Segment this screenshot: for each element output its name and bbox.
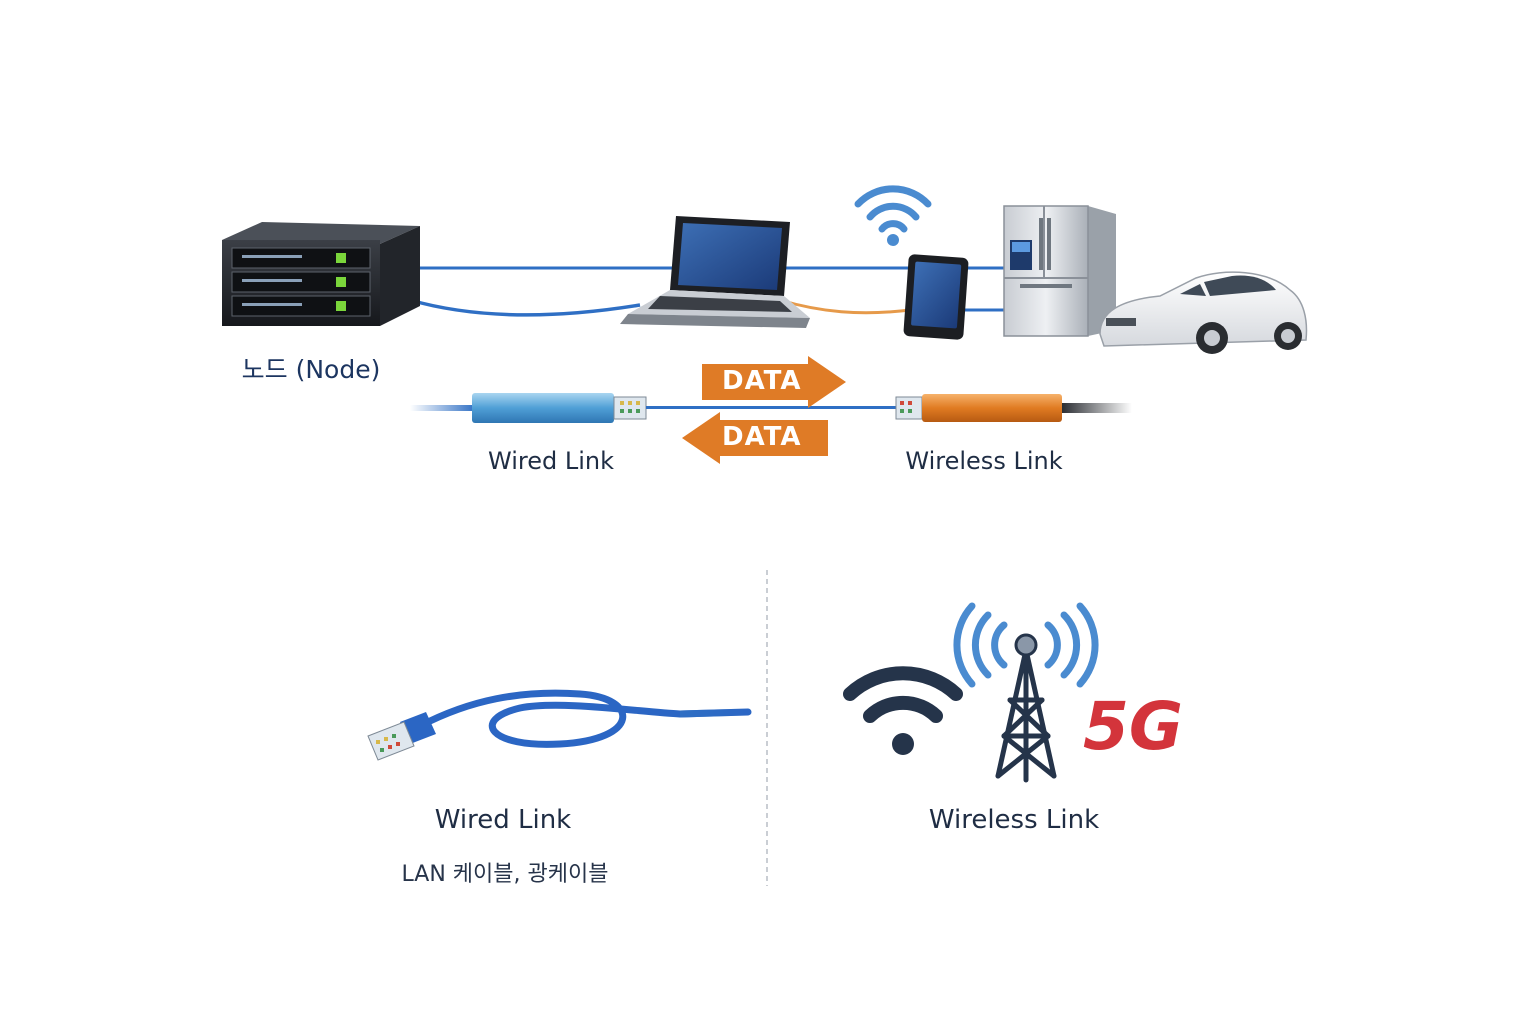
car-icon [1100, 272, 1306, 354]
data-arrow-right-label: DATA [722, 366, 802, 396]
wired-link-label: Wired Link [488, 447, 614, 475]
5g-badge: 5G [1083, 688, 1183, 765]
tablet-icon [903, 254, 969, 340]
wired-cable-top [410, 393, 646, 423]
lan-cable-icon [368, 693, 748, 760]
wifi-icon [850, 673, 956, 755]
wireless-link-label: Wireless Link [905, 447, 1062, 475]
wireless-connector-top [896, 394, 1132, 422]
wired-panel-title: Wired Link [435, 805, 572, 835]
wifi-icon [858, 189, 928, 246]
refrigerator-icon [1004, 206, 1116, 336]
wireless-panel-title: Wireless Link [929, 805, 1099, 835]
server-icon [222, 222, 420, 326]
link-line [646, 406, 898, 409]
laptop-icon [620, 216, 810, 328]
data-arrow-left-label: DATA [722, 422, 802, 452]
cell-tower-icon [957, 606, 1095, 780]
wired-panel-subtitle: LAN 케이블, 광케이블 [402, 856, 609, 888]
node-label: 노드 (Node) [242, 350, 381, 386]
